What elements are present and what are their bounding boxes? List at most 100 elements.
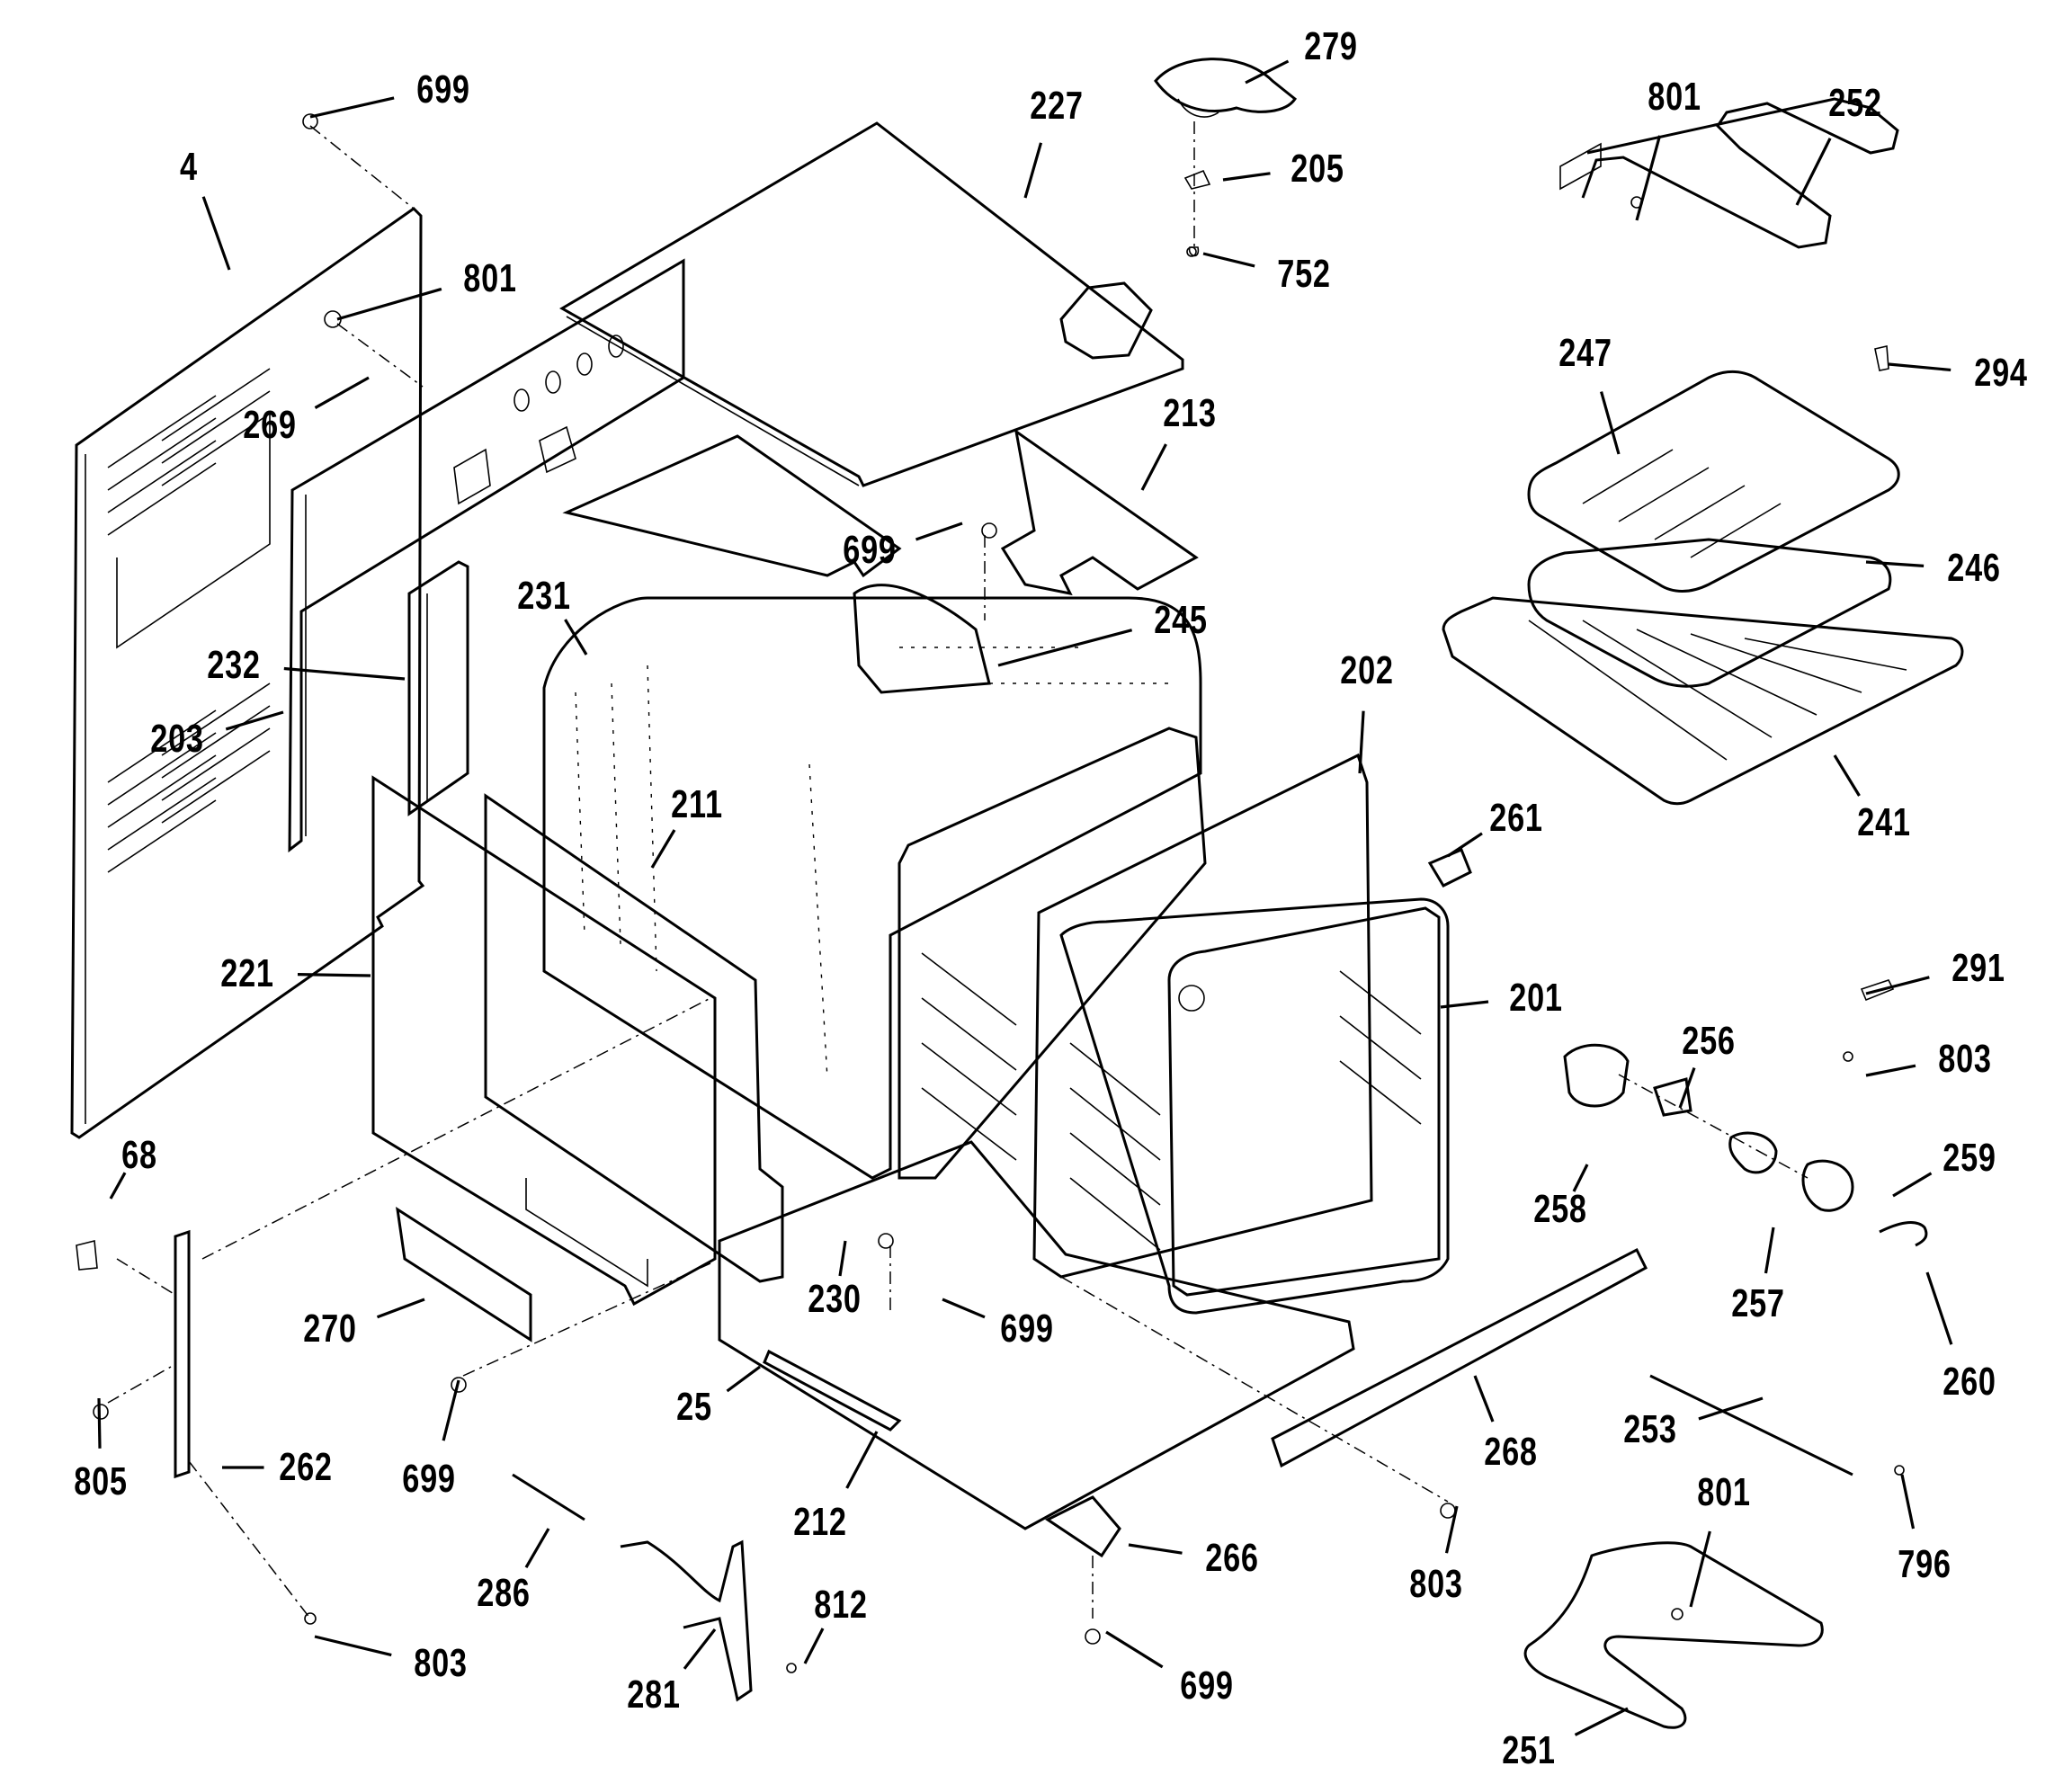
part-label-246: 246 — [1947, 546, 2001, 590]
leader-line-270 — [376, 1298, 425, 1319]
part-label-227: 227 — [1030, 84, 1084, 128]
leader-line-269 — [314, 376, 370, 409]
part-label-286: 286 — [477, 1571, 531, 1615]
leader-line-232 — [283, 666, 406, 681]
leader-line-812 — [803, 1628, 825, 1664]
part-label-258: 258 — [1533, 1187, 1587, 1231]
leader-line-801 — [336, 287, 442, 321]
side-wrapper-panel — [288, 258, 685, 853]
part-label-699: 699 — [843, 528, 897, 572]
part-label-812: 812 — [814, 1583, 868, 1627]
part-label-262: 262 — [279, 1445, 333, 1489]
heat-shield-part — [562, 428, 1199, 694]
leader-line-796 — [1900, 1474, 1916, 1530]
part-label-232: 232 — [207, 643, 261, 687]
part-label-803: 803 — [1938, 1037, 1992, 1081]
leader-line-258 — [1572, 1164, 1589, 1192]
part-label-796: 796 — [1898, 1542, 1951, 1586]
part-label-803: 803 — [414, 1641, 468, 1685]
part-label-699: 699 — [1000, 1307, 1054, 1351]
part-label-4: 4 — [180, 145, 198, 189]
lamp-assembly — [1563, 1043, 1928, 1247]
leader-line-699 — [309, 96, 395, 119]
part-label-699: 699 — [416, 67, 470, 112]
part-label-231: 231 — [517, 574, 571, 618]
part-label-202: 202 — [1340, 648, 1394, 692]
leader-line-260 — [1925, 1271, 1953, 1345]
part-label-257: 257 — [1731, 1281, 1785, 1325]
part-label-269: 269 — [243, 403, 297, 447]
leader-line-203 — [225, 710, 284, 731]
fastener-axes — [107, 125, 1449, 1619]
part-label-260: 260 — [1942, 1360, 1996, 1404]
bake-element-part — [1523, 1541, 1824, 1729]
leader-line-247 — [1600, 391, 1621, 455]
part-label-68: 68 — [121, 1133, 157, 1177]
probe-part — [1649, 1374, 1853, 1476]
leader-line-201 — [1440, 1000, 1489, 1009]
screw-icons — [76, 113, 1905, 1673]
leader-line-805 — [97, 1397, 102, 1449]
leader-line-699 — [942, 1298, 986, 1319]
leader-line-752 — [1202, 252, 1255, 268]
leader-line-221 — [297, 973, 371, 977]
leader-line-25 — [726, 1365, 761, 1393]
leader-line-699 — [915, 522, 963, 541]
rear-panel-part — [70, 207, 425, 1139]
door-hinge-part — [512, 1473, 753, 1702]
part-label-230: 230 — [808, 1277, 862, 1321]
leader-line-294 — [1888, 362, 1951, 372]
part-label-205: 205 — [1291, 147, 1344, 191]
leader-line-227 — [1023, 142, 1043, 199]
bracket-part — [396, 1206, 532, 1342]
part-label-212: 212 — [793, 1500, 847, 1544]
part-label-252: 252 — [1828, 81, 1882, 125]
leader-line-231 — [564, 619, 588, 656]
oven-rack-part — [1442, 596, 1964, 806]
part-label-752: 752 — [1277, 252, 1331, 296]
part-label-801: 801 — [463, 256, 517, 300]
clip-icon — [1860, 979, 1895, 1002]
leader-line-281 — [683, 1628, 717, 1670]
leader-line-230 — [838, 1240, 847, 1277]
leader-line-291 — [1865, 976, 1930, 995]
top-panel-part — [559, 121, 1184, 487]
part-label-253: 253 — [1623, 1407, 1677, 1451]
leader-line-286 — [524, 1528, 550, 1569]
leader-line-253 — [1698, 1396, 1764, 1421]
part-label-291: 291 — [1951, 946, 2005, 990]
part-label-699: 699 — [402, 1457, 456, 1501]
trim-strip-part — [174, 1229, 191, 1479]
part-label-266: 266 — [1205, 1536, 1259, 1580]
part-label-801: 801 — [1648, 75, 1701, 119]
leader-line-245 — [997, 629, 1133, 667]
leader-line-68 — [109, 1172, 127, 1200]
part-label-221: 221 — [220, 951, 274, 995]
leader-line-212 — [845, 1431, 879, 1489]
part-label-294: 294 — [1974, 351, 2028, 395]
part-label-203: 203 — [150, 717, 204, 761]
leader-line-699 — [1105, 1630, 1164, 1669]
leader-line-261 — [1447, 832, 1483, 858]
leader-line-803 — [314, 1635, 392, 1657]
leader-line-205 — [1222, 172, 1271, 182]
leader-line-202 — [1358, 710, 1365, 774]
leader-line-801 — [1689, 1530, 1711, 1608]
part-label-801: 801 — [1697, 1470, 1751, 1514]
part-label-268: 268 — [1484, 1430, 1538, 1474]
vent-cap-part — [1154, 58, 1298, 257]
part-label-281: 281 — [627, 1672, 681, 1717]
part-label-251: 251 — [1502, 1728, 1556, 1772]
part-label-270: 270 — [303, 1307, 357, 1351]
part-label-25: 25 — [676, 1385, 712, 1429]
broil-pan-part — [1527, 538, 1892, 688]
leader-line-266 — [1128, 1543, 1183, 1555]
leader-line-4 — [201, 196, 231, 271]
clip-icon — [76, 1239, 98, 1271]
part-label-201: 201 — [1509, 976, 1563, 1020]
part-label-261: 261 — [1489, 796, 1543, 840]
leader-line-803 — [1865, 1064, 1916, 1077]
leader-line-211 — [650, 829, 676, 869]
